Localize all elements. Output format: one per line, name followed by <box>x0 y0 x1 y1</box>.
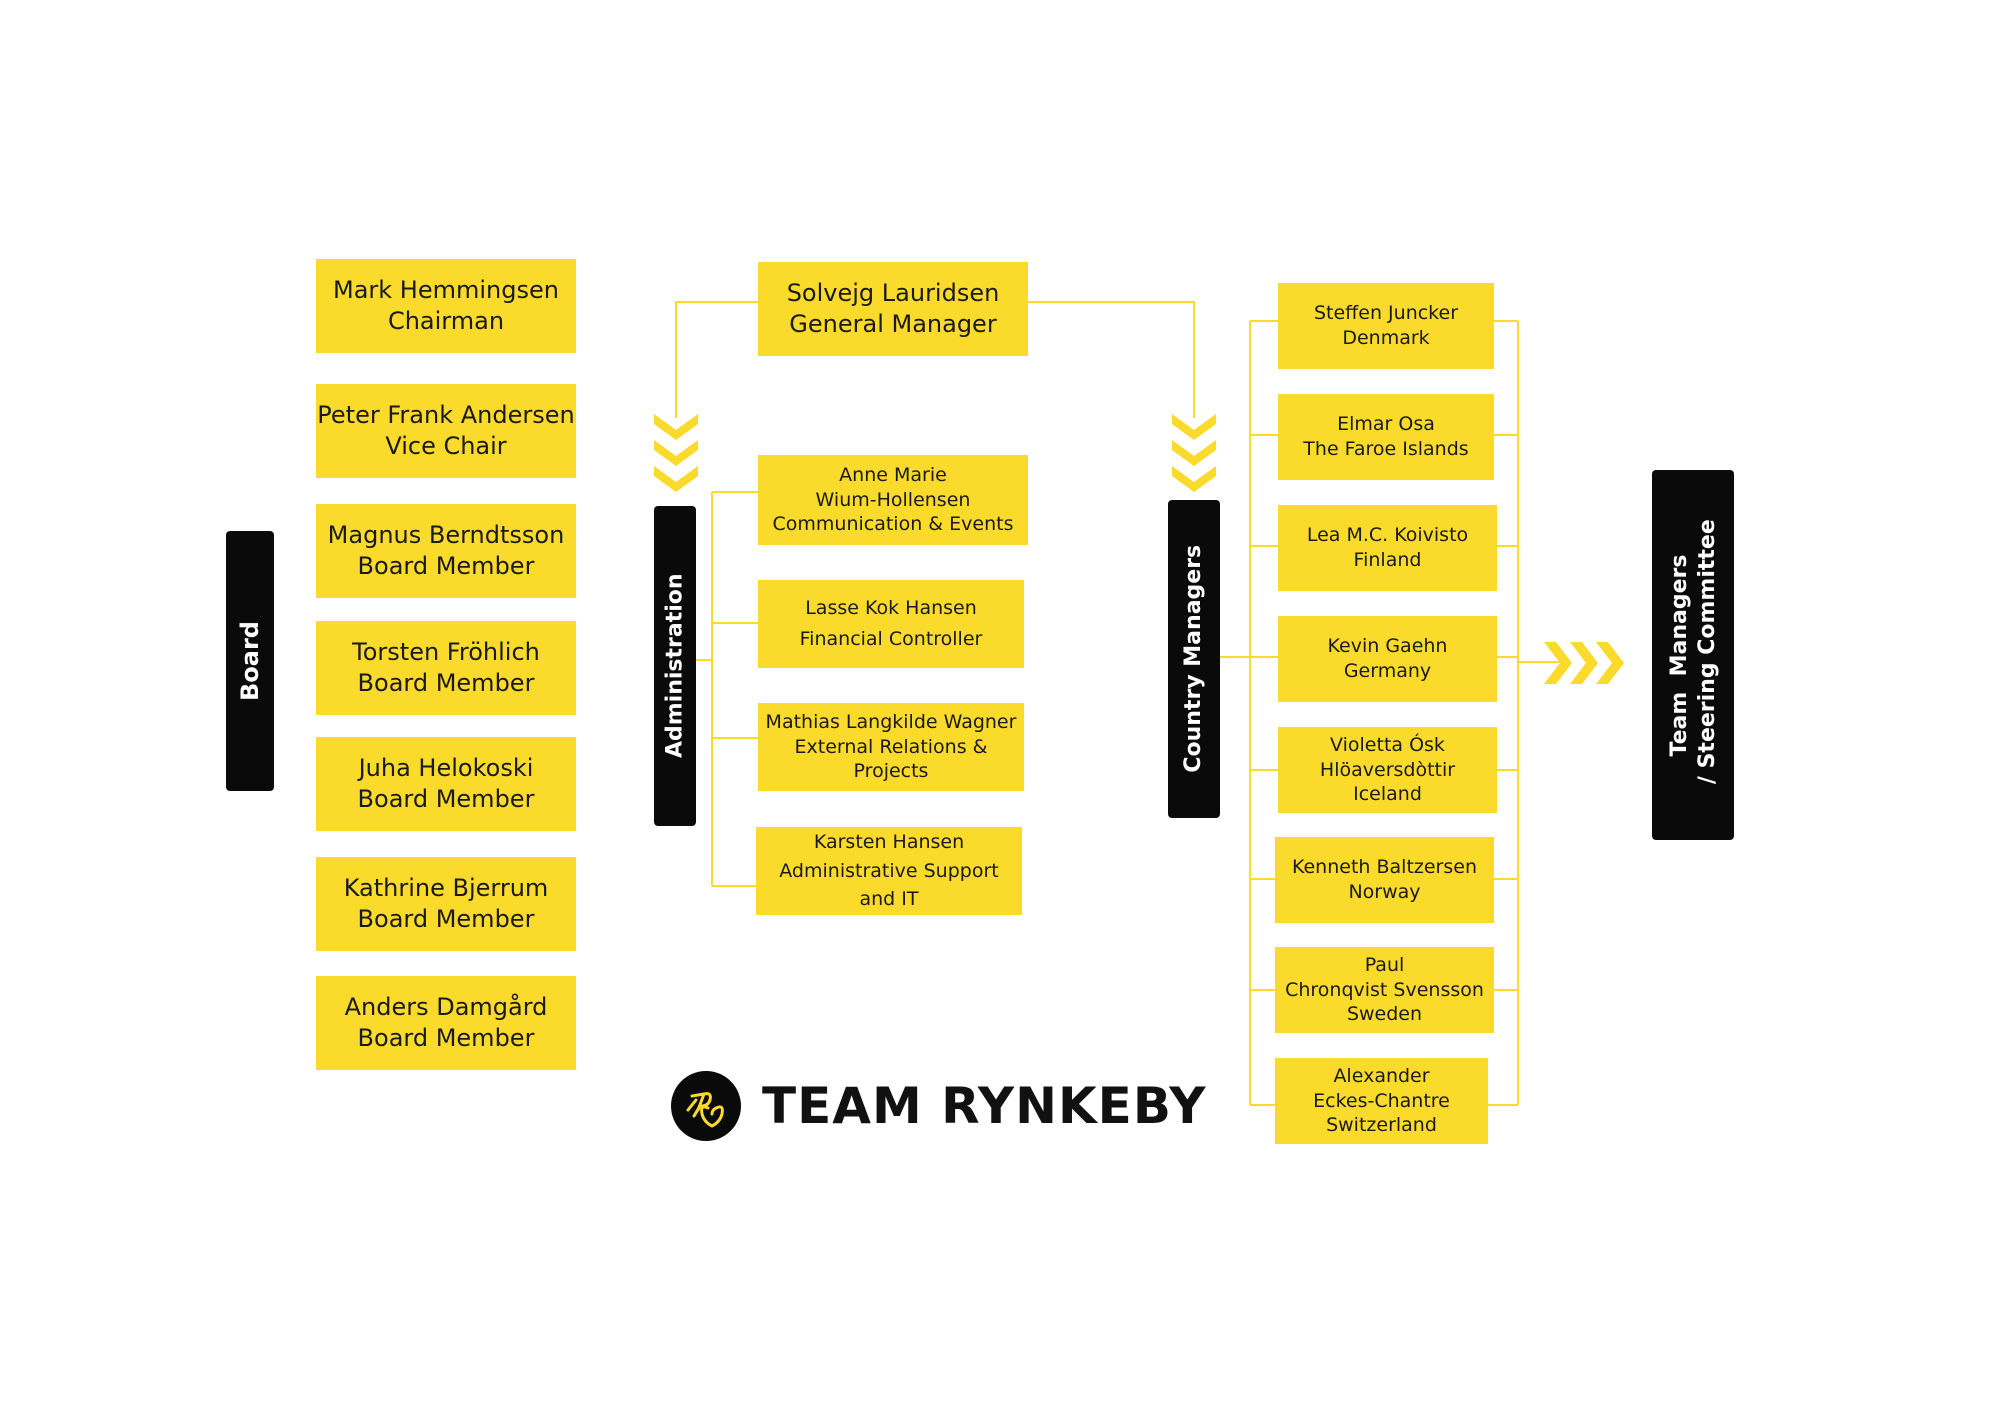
country-manager-box: Violetta Ósk Hlöaversdòttir Iceland <box>1278 727 1497 813</box>
country-manager-box: Steffen Juncker Denmark <box>1278 283 1494 369</box>
member-role: Board Member <box>357 669 535 697</box>
board-member-box: Mark Hemmingsen Chairman <box>316 259 576 353</box>
gm-to-admin-connector <box>675 301 758 418</box>
member-line: Iceland <box>1353 783 1422 806</box>
country-manager-box: Paul Chronqvist Svensson Sweden <box>1275 947 1494 1033</box>
board-member-box: Magnus Berndtsson Board Member <box>316 504 576 598</box>
member-role: Board Member <box>357 785 535 813</box>
member-line: Hlöaversdòttir <box>1319 758 1456 781</box>
team-rynkeby-logo: TEAM RYNKEBY <box>670 1068 1206 1144</box>
member-line: Finland <box>1353 549 1422 571</box>
gm-role: General Manager <box>789 310 997 338</box>
member-line: Chronqvist Svensson <box>1285 978 1484 1001</box>
board-label: Board <box>236 621 264 701</box>
admin-member-box: Mathias Langkilde Wagner External Relati… <box>758 703 1024 791</box>
member-line: Wium-Hollensen <box>815 488 971 511</box>
member-line: Eckes-Chantre <box>1313 1089 1450 1112</box>
member-name: Peter Frank Andersen <box>317 400 575 429</box>
chevron-right-icon <box>1544 642 1624 684</box>
board-member-box: Anders Damgård Board Member <box>316 976 576 1070</box>
team-managers-line: / Steering Committee <box>1694 518 1720 792</box>
member-line: Lea M.C. Koivisto <box>1306 524 1469 547</box>
member-name: Anders Damgård <box>344 992 548 1021</box>
member-line: Germany <box>1343 660 1432 682</box>
team-managers-bar: Team Managers / Steering Committee <box>1652 470 1734 840</box>
member-line: Elmar Osa <box>1337 413 1435 436</box>
member-line: External Relations & <box>794 735 988 758</box>
member-line: Mathias Langkilde Wagner <box>765 710 1017 733</box>
member-line: Projects <box>853 760 929 783</box>
member-line: Kenneth Baltzersen <box>1291 856 1478 879</box>
gm-name: Solvejg Lauridsen <box>786 278 1000 307</box>
country-manager-box: Kevin Gaehn Germany <box>1278 616 1497 702</box>
administration-label: Administration <box>662 573 688 759</box>
country-manager-box: Kenneth Baltzersen Norway <box>1275 837 1494 923</box>
gm-to-country-connector <box>1028 301 1195 418</box>
board-member-box: Torsten Fröhlich Board Member <box>316 621 576 715</box>
member-role: Board Member <box>357 905 535 933</box>
member-role: Board Member <box>357 552 535 580</box>
member-line: Steffen Juncker <box>1313 302 1459 325</box>
country-chevron-down-icon <box>1172 414 1216 492</box>
country-manager-box: Lea M.C. Koivisto Finland <box>1278 505 1497 591</box>
country-managers-label: Country Managers <box>1181 545 1207 773</box>
admin-member-box: Karsten Hansen Administrative Support an… <box>756 827 1022 915</box>
member-name: Mark Hemmingsen <box>333 275 559 304</box>
member-name: Kathrine Bjerrum <box>343 873 549 902</box>
country-manager-box: Alexander Eckes-Chantre Switzerland <box>1275 1058 1488 1144</box>
member-line: Kevin Gaehn <box>1327 635 1448 658</box>
board-member-box: Kathrine Bjerrum Board Member <box>316 857 576 951</box>
country-manager-box: Elmar Osa The Faroe Islands <box>1278 394 1494 480</box>
admin-member-box: Lasse Kok Hansen Financial Controller <box>758 580 1024 668</box>
member-role: Board Member <box>357 1024 535 1052</box>
member-line: Norway <box>1348 881 1421 903</box>
admin-member-box: Anne Marie Wium-Hollensen Communication … <box>758 455 1028 545</box>
member-line: Paul <box>1364 953 1405 976</box>
member-line: Switzerland <box>1326 1114 1437 1137</box>
administration-label-bar: Administration <box>654 506 696 826</box>
board-member-box: Peter Frank Andersen Vice Chair <box>316 384 576 478</box>
logo-text: TEAM RYNKEBY <box>762 1077 1207 1135</box>
team-managers-label: Team Managers / Steering Committee <box>1666 519 1721 792</box>
member-line: Administrative Support <box>779 859 999 882</box>
member-line: Communication & Events <box>772 513 1014 536</box>
member-line: Karsten Hansen <box>813 830 965 853</box>
member-name: Magnus Berndtsson <box>327 520 565 549</box>
team-managers-line: Team Managers <box>1666 554 1692 756</box>
member-line: Denmark <box>1342 327 1430 349</box>
member-line: Lasse Kok Hansen <box>805 597 977 620</box>
member-role: Chairman <box>387 307 505 335</box>
member-line: and IT <box>859 888 919 911</box>
member-line: Sweden <box>1346 1003 1423 1026</box>
country-managers-label-bar: Country Managers <box>1168 500 1220 818</box>
member-line: Alexander <box>1333 1064 1430 1087</box>
member-line: Violetta Ósk <box>1330 733 1445 756</box>
member-line: Anne Marie <box>839 463 947 486</box>
board-member-box: Juha Helokoski Board Member <box>316 737 576 831</box>
member-name: Juha Helokoski <box>358 753 534 782</box>
member-role: Vice Chair <box>385 432 507 460</box>
general-manager-box: Solvejg Lauridsen General Manager <box>758 262 1028 356</box>
member-line: The Faroe Islands <box>1303 438 1469 460</box>
board-label-bar: Board <box>226 531 274 791</box>
admin-chevron-down-icon <box>654 414 698 492</box>
cyclist-heart-icon <box>671 1071 741 1141</box>
member-name: Torsten Fröhlich <box>352 637 540 666</box>
member-line: Financial Controller <box>799 628 983 650</box>
